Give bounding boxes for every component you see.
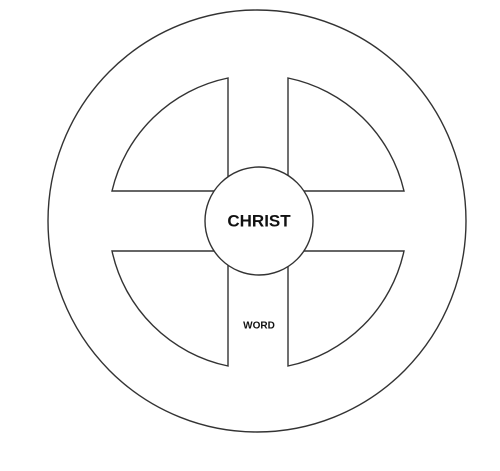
bottom-spoke-label: WORD (243, 321, 275, 332)
top-left-quadrant-window (111, 77, 229, 192)
hub-label: CHRIST (227, 211, 291, 230)
top-right-quadrant-window (287, 77, 405, 192)
hub-circle (204, 166, 314, 276)
bottom-left-quadrant-window (111, 250, 229, 367)
bottom-right-quadrant-window (287, 250, 405, 367)
